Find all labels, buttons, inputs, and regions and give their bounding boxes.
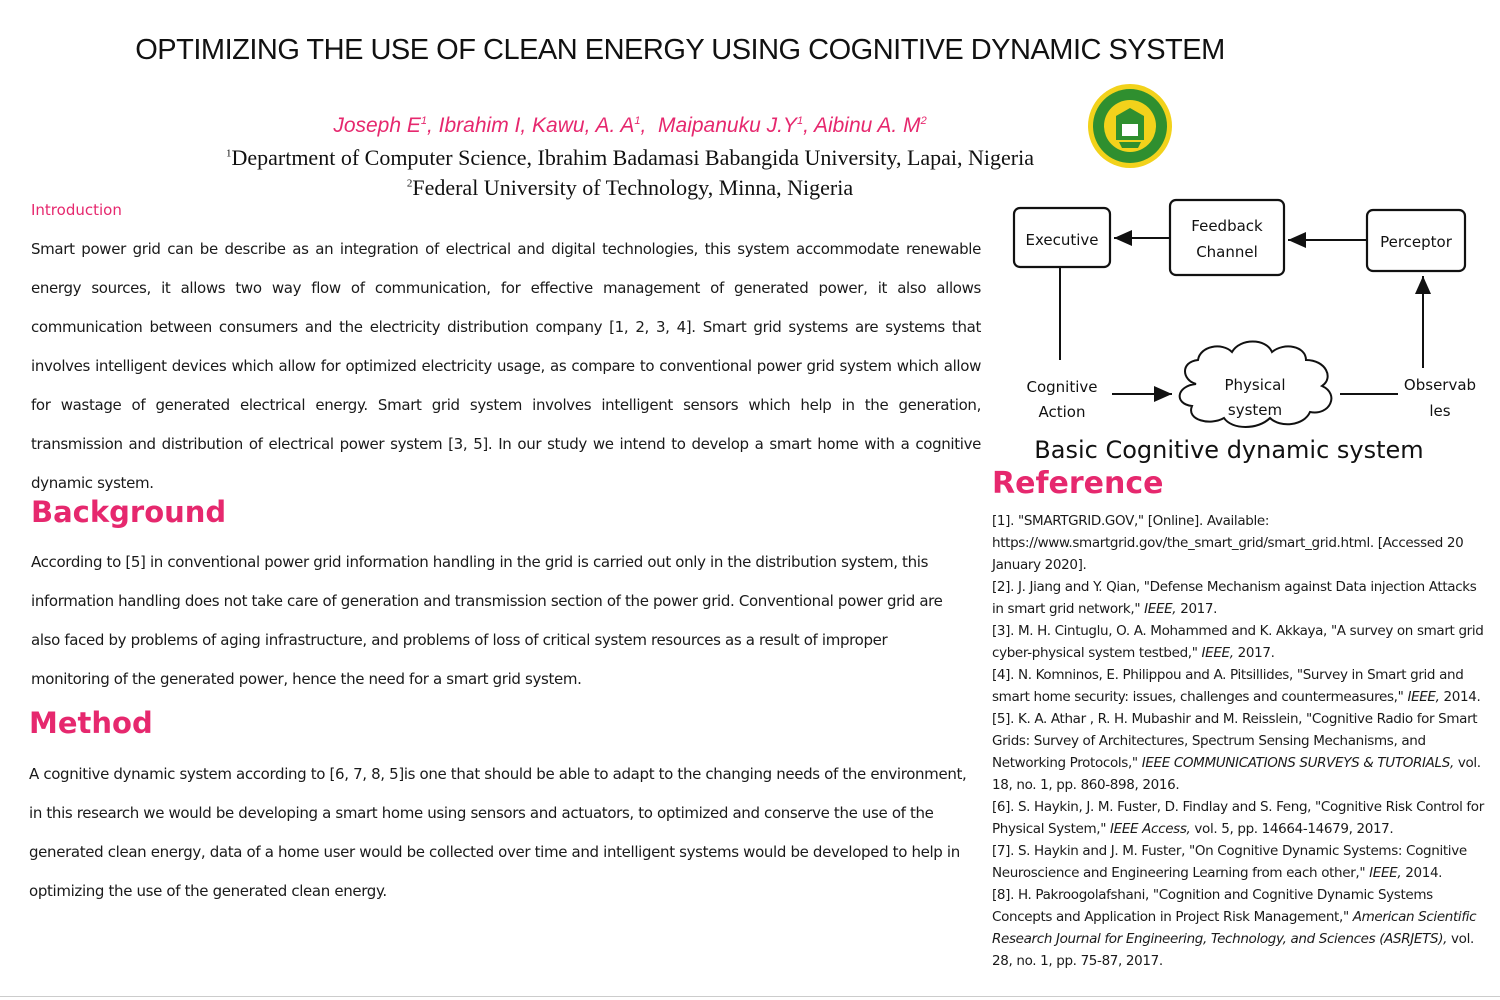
footer-divider bbox=[0, 996, 1500, 997]
cognitive-action-label-line2: Action bbox=[1039, 403, 1086, 421]
executive-box bbox=[1012, 206, 1112, 269]
feedback-label-line2: Channel bbox=[1196, 243, 1258, 261]
physical-system-cloud bbox=[1178, 340, 1333, 428]
author: Joseph E1 bbox=[333, 114, 427, 137]
background-text: According to [5] in conventional power g… bbox=[31, 553, 943, 688]
feedback-label-line1: Feedback bbox=[1191, 217, 1263, 235]
reference-list: [1]. "SMARTGRID.GOV," [Online]. Availabl… bbox=[992, 510, 1490, 972]
reference-item: [3]. M. H. Cintuglu, O. A. Mohammed and … bbox=[992, 623, 1484, 661]
reference-item: [2]. J. Jiang and Y. Qian, "Defense Mech… bbox=[992, 579, 1477, 617]
reference-item: [5]. K. A. Athar , R. H. Mubashir and M.… bbox=[992, 711, 1481, 793]
poster-title: OPTIMIZING THE USE OF CLEAN ENERGY USING… bbox=[135, 34, 1225, 66]
reference-item: [6]. S. Haykin, J. M. Fuster, D. Findlay… bbox=[992, 799, 1484, 837]
affiliation-2: 2Federal University of Technology, Minna… bbox=[406, 175, 854, 200]
reference-item: [7]. S. Haykin and J. M. Fuster, "On Cog… bbox=[992, 843, 1467, 881]
reference-item: [1]. "SMARTGRID.GOV," [Online]. Availabl… bbox=[992, 513, 1464, 573]
feedback-channel-box bbox=[1168, 198, 1286, 277]
introduction-heading: Introduction bbox=[31, 201, 122, 219]
cognitive-action-label-line1: Cognitive bbox=[1026, 378, 1097, 396]
physical-system-label-line2: system bbox=[1228, 401, 1282, 419]
diagram-caption: Basic Cognitive dynamic system bbox=[1034, 436, 1423, 464]
affiliation-1: 1Department of Computer Science, Ibrahim… bbox=[225, 145, 1035, 170]
reference-item: [4]. N. Komninos, E. Philippou and A. Pi… bbox=[992, 667, 1481, 705]
physical-system-label-line1: Physical bbox=[1224, 376, 1285, 394]
perceptor-label: Perceptor bbox=[1380, 233, 1453, 251]
university-logo bbox=[1088, 84, 1172, 168]
perceptor-box bbox=[1365, 208, 1467, 273]
author: Aibinu A. M2 bbox=[813, 114, 927, 137]
method-heading: Method bbox=[29, 706, 153, 740]
background-heading: Background bbox=[31, 495, 227, 529]
author: Ibrahim I bbox=[438, 114, 521, 137]
observables-label-line2: les bbox=[1429, 402, 1450, 420]
introduction-text: Smart power grid can be describe as an i… bbox=[31, 240, 981, 492]
reference-heading: Reference bbox=[992, 466, 1164, 501]
observables-label-line1: Observab bbox=[1404, 376, 1476, 394]
reference-item: [8]. H. Pakroogolafshani, "Cognition and… bbox=[992, 887, 1477, 969]
author: Kawu, A. A1 bbox=[532, 114, 641, 137]
author: Maipanuku J.Y1 bbox=[658, 114, 804, 137]
method-text: A cognitive dynamic system according to … bbox=[29, 765, 967, 900]
author-list: Joseph E1, Ibrahim I, Kawu, A. A1, Maipa… bbox=[333, 114, 927, 137]
executive-label: Executive bbox=[1025, 231, 1098, 249]
cognitive-system-diagram: Executive Feedback Channel Perceptor Cog… bbox=[1012, 198, 1476, 464]
